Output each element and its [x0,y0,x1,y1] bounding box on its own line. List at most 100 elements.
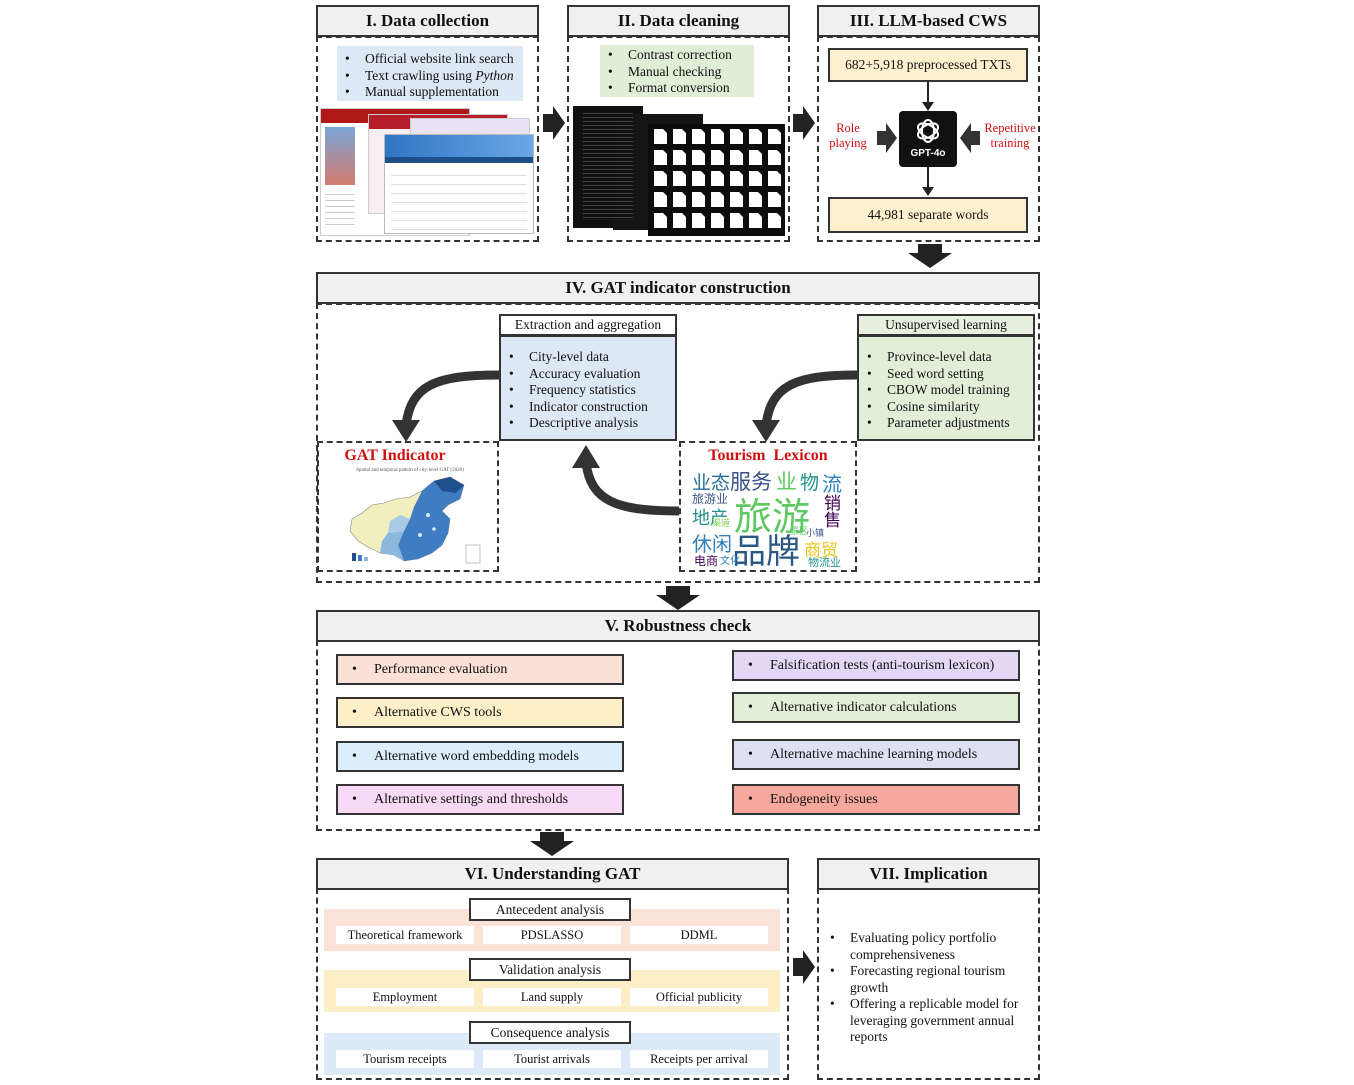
robustness-alternative-ml-models: •Alternative machine learning models [732,739,1020,770]
document-icon [711,192,724,207]
word-qudao: 渠道 [712,519,731,529]
bullet-replicable-model: Offering a replicable model for leveragi… [822,996,1034,1046]
document-icon [768,171,781,186]
arrow-5-to-6 [530,832,574,856]
robustness-alternative-cws-tools: •Alternative CWS tools [336,697,624,728]
word-jingqu: 景区 [790,527,809,537]
document-icon [692,150,705,165]
robustness-falsification-tests: •Falsification tests (anti-tourism lexic… [732,650,1020,681]
robustness-endogeneity-issues: •Endogeneity issues [732,784,1020,815]
panel-title-data-collection: I. Data collection [316,5,539,37]
bullet-format-conversion: Format conversion [600,80,754,97]
unsupervised-learning-box: Province-level data Seed word setting CB… [857,335,1035,441]
bullet-accuracy-evaluation: Accuracy evaluation [501,366,675,383]
role-playing-label: Role playing [829,121,867,150]
preprocessed-txts-box: 682+5,918 preprocessed TXTs [828,48,1028,82]
panel-data-collection [316,36,539,242]
data-cleaning-bullets: Contrast correction Manual checking Form… [600,45,754,97]
word-wu: 物 [800,472,820,494]
word-ye: 业 [776,470,797,494]
repetitive-training-label: Repetitive training [984,121,1036,150]
document-icon [673,171,686,186]
bullet-frequency-statistics: Frequency statistics [501,382,675,399]
document-icon [654,192,667,207]
bullet-official-website: Official website link search [337,51,523,68]
document-icon [768,129,781,144]
arrow-4-to-5 [656,586,700,610]
arrow-role-playing [877,123,897,153]
data-collection-bullets: Official website link search Text crawli… [337,46,523,101]
bullet-forecasting-growth: Forecasting regional tourism growth [822,963,1034,996]
bullet-city-level-data: City-level data [501,349,675,366]
bullet-evaluating-policy: Evaluating policy portfolio comprehensiv… [822,930,1034,963]
word-xiaoshou: 销售 [820,494,840,528]
bullet-cosine-similarity: Cosine similarity [859,399,1033,416]
word-lvyou: 旅游 [734,495,811,539]
document-icon [749,150,762,165]
robustness-performance-evaluation: •Performance evaluation [336,654,624,685]
bullet-descriptive-analysis: Descriptive analysis [501,415,675,432]
bullet-province-level-data: Province-level data [859,349,1033,366]
document-icon [711,150,724,165]
bullet-cbow-model-training: CBOW model training [859,382,1033,399]
document-icon [654,150,667,165]
document-icon [730,129,743,144]
cleaned-documents-image [573,104,785,236]
tourism-lexicon-box [679,441,857,572]
bullet-indicator-construction: Indicator construction [501,399,675,416]
document-icon [654,129,667,144]
cell-pdslasso: PDSLASSO [483,926,621,944]
gat-map-caption: Spatial and temporal pattern of city-lev… [356,468,464,473]
word-fuwu: 服务 [730,470,772,494]
document-icon [730,192,743,207]
panel-title-data-cleaning: II. Data cleaning [567,5,790,37]
bullet-parameter-adjustments: Parameter adjustments [859,415,1033,432]
cell-theoretical-framework: Theoretical framework [336,926,474,944]
unsupervised-learning-heading: Unsupervised learning [857,314,1035,336]
panel-llm-cws [817,36,1040,242]
cell-land-supply: Land supply [483,988,621,1006]
consequence-analysis-heading: Consequence analysis [469,1021,631,1044]
word-xiaozhen: 小镇 [806,529,825,539]
panel-title-understanding-gat: VI. Understanding GAT [316,858,789,890]
bullet-seed-word-setting: Seed word setting [859,366,1033,383]
document-icon [673,150,686,165]
arrow-1-to-2 [543,106,565,140]
arrow-6-to-7 [793,950,815,984]
arrow-3-to-4 [908,244,952,268]
gpt-4o-logo: GPT-4o [899,111,957,167]
document-icon [730,171,743,186]
word-dichan: 地产 [692,508,728,529]
panel-title-robustness-check: V. Robustness check [316,610,1040,642]
cell-receipts-per-arrival: Receipts per arrival [630,1050,768,1068]
word-liu: 流 [822,472,842,496]
document-icon [749,129,762,144]
gat-indicator-box [317,441,499,572]
cell-tourism-receipts: Tourism receipts [336,1050,474,1068]
document-icon [749,192,762,207]
document-icon [711,213,724,228]
arrow-2-to-3 [793,106,815,140]
bullet-manual-supplementation: Manual supplementation [337,84,523,101]
antecedent-analysis-heading: Antecedent analysis [469,898,631,921]
document-icon [692,171,705,186]
word-yetai: 业态 [692,472,731,494]
word-dianshang: 电商 [694,554,719,568]
panel-title-implication: VII. Implication [817,858,1040,890]
document-icon [711,171,724,186]
document-icon [768,213,781,228]
word-xiuxian: 休闲 [692,532,732,556]
document-icon [673,129,686,144]
document-icon [730,150,743,165]
document-icon [768,150,781,165]
document-icon [692,129,705,144]
gpt-4o-label: GPT-4o [910,148,946,159]
document-icon [692,213,705,228]
robustness-alternative-settings: •Alternative settings and thresholds [336,784,624,815]
cell-employment: Employment [336,988,474,1006]
cell-ddml: DDML [630,926,768,944]
flow-arrow-to-gpt [922,82,934,111]
panel-data-cleaning [567,36,790,242]
word-shangmao: 商贸 [804,541,838,561]
implication-bullets: Evaluating policy portfolio comprehensiv… [822,930,1034,1046]
